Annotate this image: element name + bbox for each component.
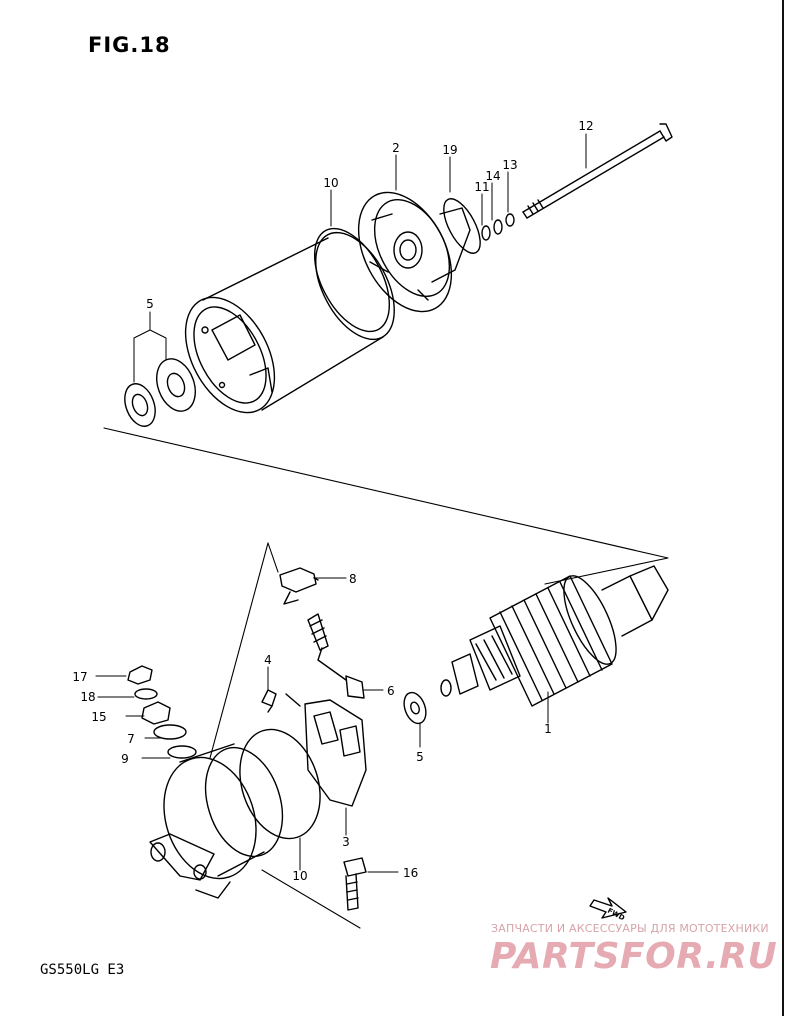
part-label-8: 8 (349, 572, 357, 586)
part-label-15: 15 (91, 710, 106, 724)
o-ring-19 (443, 198, 481, 254)
washer-18 (134, 688, 158, 700)
part-label-4: 4 (264, 653, 272, 667)
watermark-brand-logo: PARTSFOR.RU (490, 936, 778, 977)
part-label-17: 17 (72, 670, 87, 684)
nut-15 (141, 701, 171, 725)
part-label-2: 2 (392, 141, 400, 155)
brush-spring-4 (261, 689, 277, 713)
washer-5-right (403, 691, 427, 725)
part-label-7: 7 (127, 732, 135, 746)
model-code: GS550LG E3 (40, 962, 125, 978)
through-bolt (522, 123, 673, 219)
brush-holder-plate (285, 693, 367, 807)
part-label-10-bottom: 10 (292, 869, 307, 883)
assembly-break-line (103, 427, 669, 585)
part-label-11: 11 (474, 180, 489, 194)
part-label-1: 1 (544, 722, 552, 736)
part-label-18: 18 (80, 690, 95, 704)
end-cover-housing (357, 191, 471, 313)
figure-title: FIG.18 (88, 33, 171, 57)
rear-end-cover (149, 743, 284, 899)
nut-17 (127, 665, 153, 685)
part-label-14: 14 (485, 169, 500, 183)
page-edge-line (782, 0, 784, 1016)
washer-9 (167, 745, 197, 759)
armature (440, 565, 669, 707)
bottom-break-line-left (209, 542, 269, 759)
part-label-10-top: 10 (323, 176, 338, 190)
watermark-tagline: ЗАПЧАСТИ И АКСЕССУАРЫ ДЛЯ МОТОТЕХНИКИ (491, 922, 769, 935)
part-number-labels: 1 2 3 4 5 5 6 7 8 9 10 10 11 12 13 14 15… (72, 119, 626, 922)
part-label-19: 19 (442, 143, 457, 157)
washer-14 (493, 219, 503, 235)
bottom-break-line-right (261, 869, 361, 929)
part-label-5-top: 5 (146, 297, 154, 311)
part-label-12: 12 (578, 119, 593, 133)
part-label-3: 3 (342, 835, 350, 849)
part-label-9: 9 (121, 752, 129, 766)
brush-lead-6 (307, 613, 365, 699)
washer-pair-5 (124, 358, 196, 427)
o-ring-top (313, 227, 391, 333)
washer-7 (153, 724, 187, 740)
yoke-housing (184, 231, 395, 414)
part-label-6: 6 (387, 684, 395, 698)
o-ring-bottom (239, 728, 321, 840)
part-label-5-bottom: 5 (416, 750, 424, 764)
brush-terminal-8 (279, 567, 319, 605)
washer-13 (505, 213, 515, 227)
part-label-13: 13 (502, 158, 517, 172)
fwd-arrow-icon (589, 897, 627, 919)
bolt-16 (343, 857, 367, 911)
part-label-16: 16 (403, 866, 418, 880)
washer-11 (481, 225, 491, 241)
